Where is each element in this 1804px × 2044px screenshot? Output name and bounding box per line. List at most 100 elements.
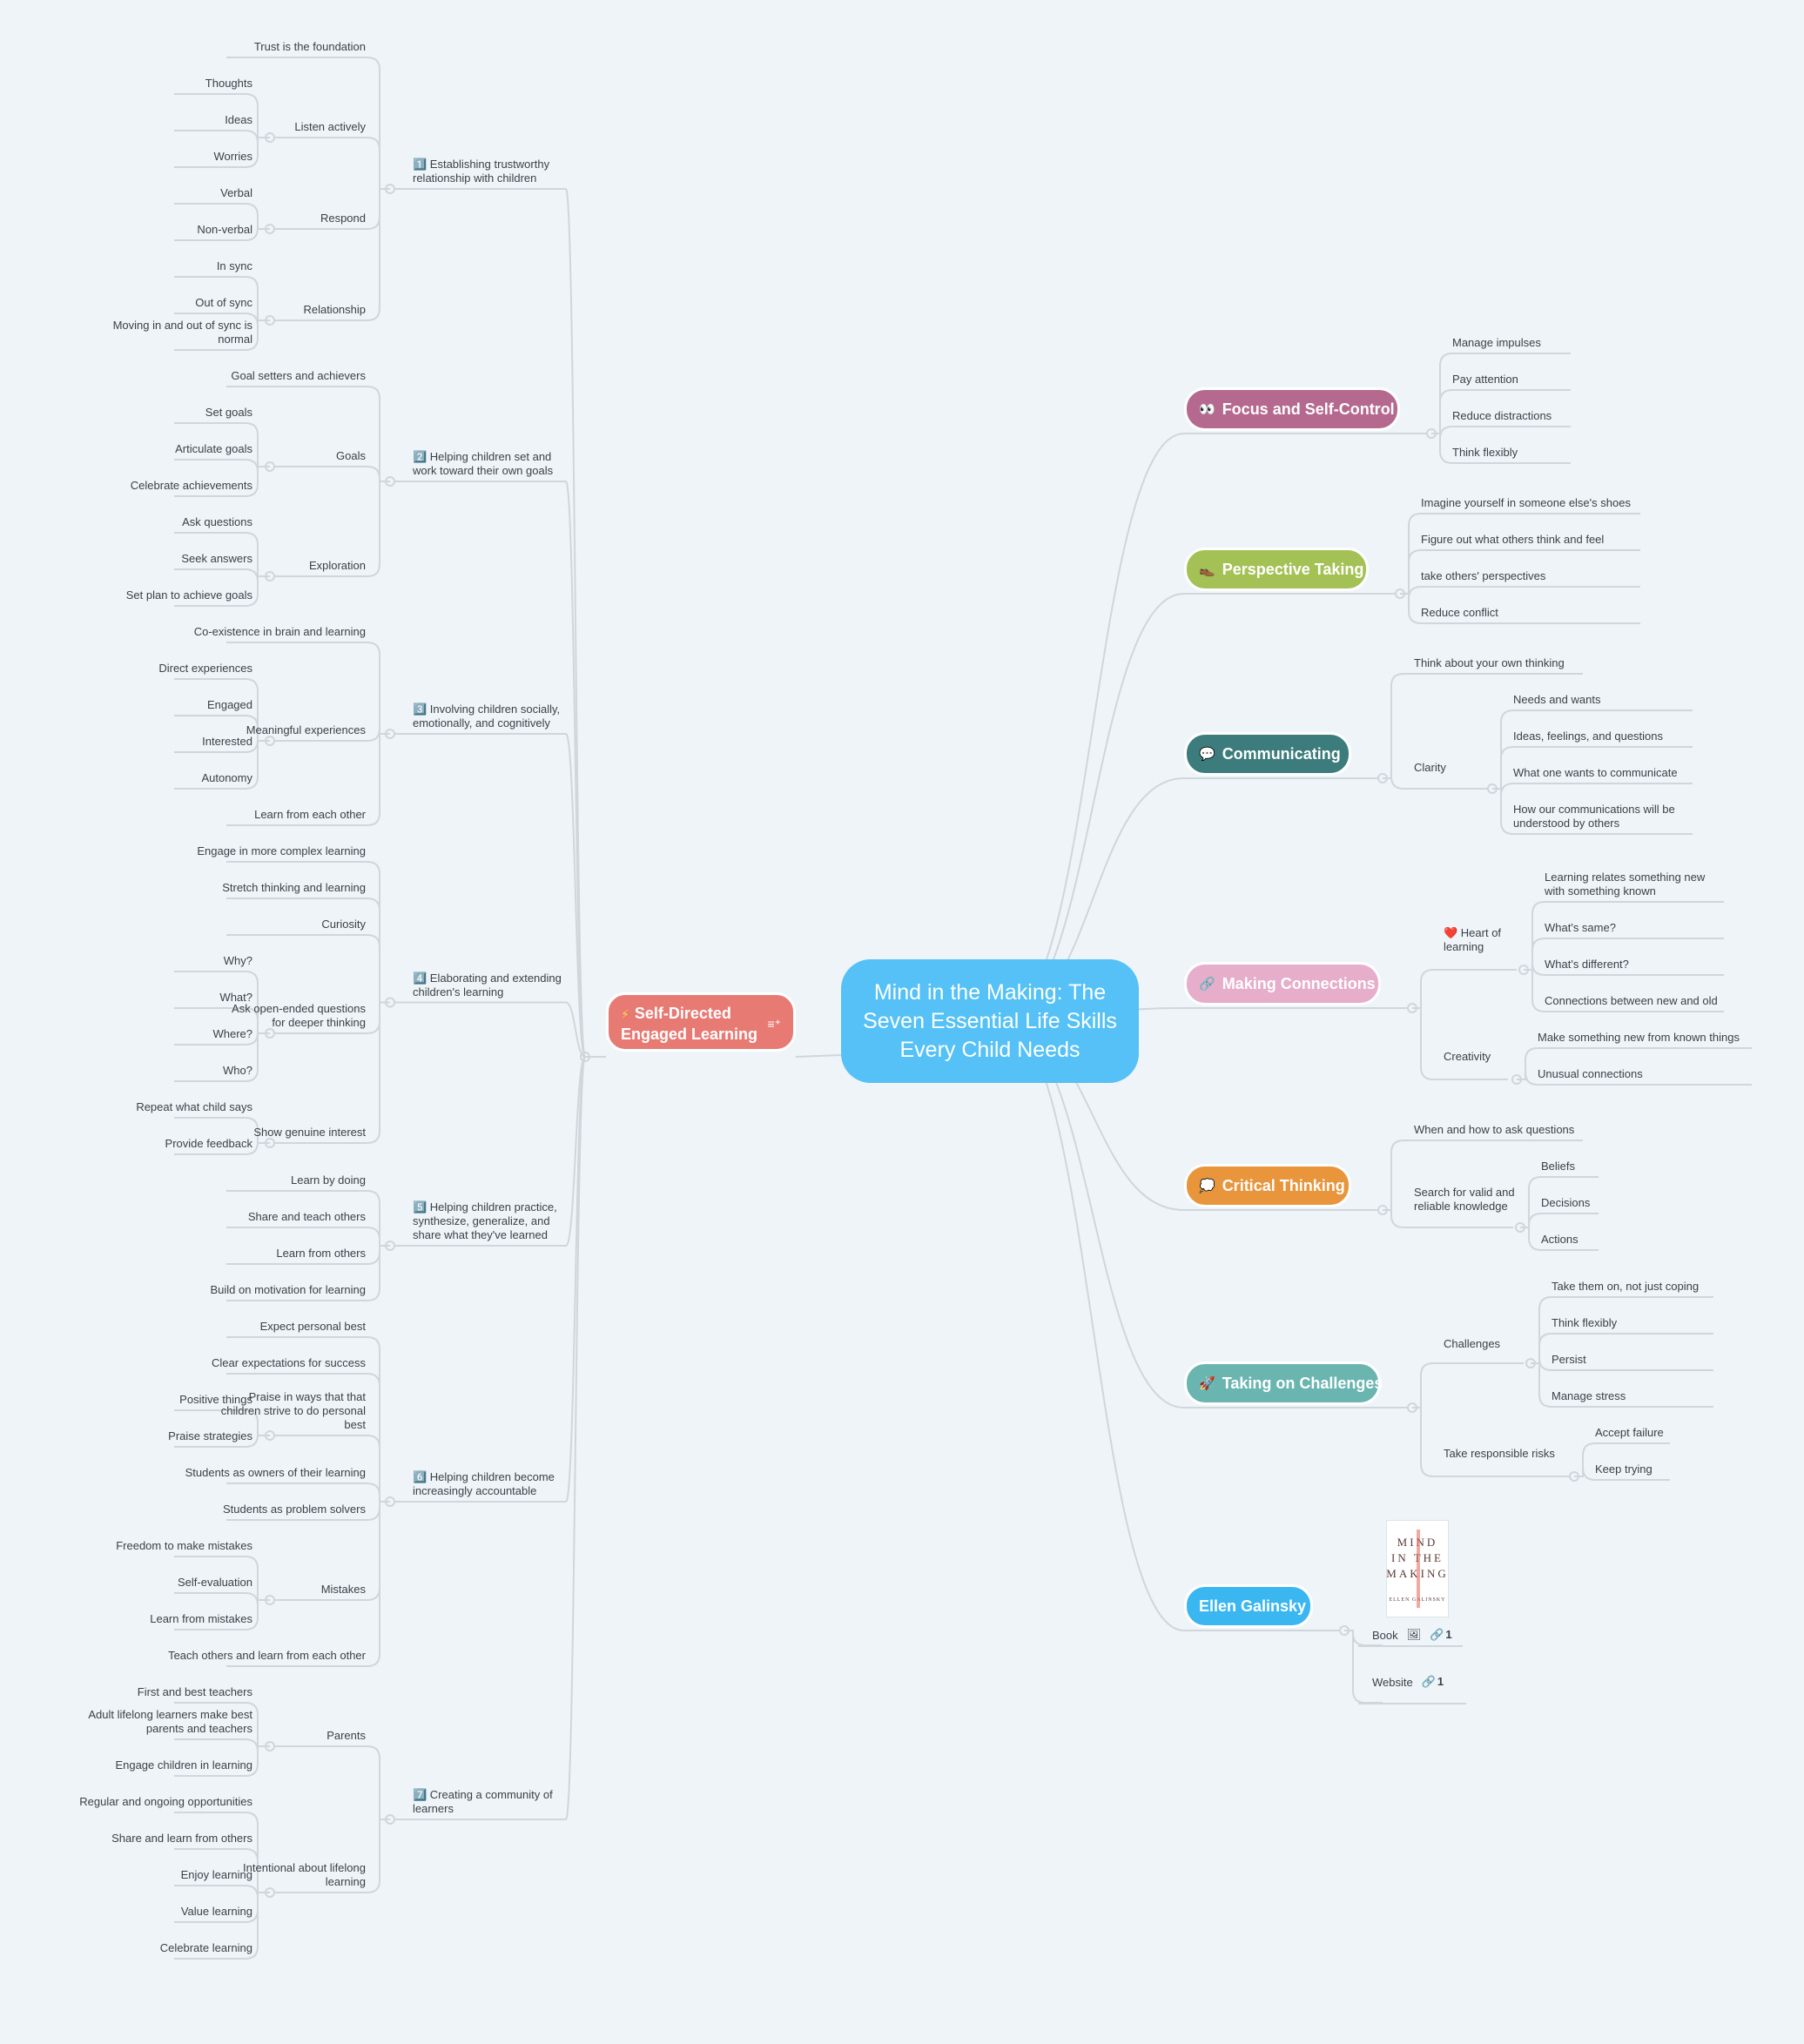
- leaf-topic[interactable]: What's same?: [1545, 921, 1727, 935]
- group-topic[interactable]: 3️⃣ Involving children socially, emotion…: [413, 703, 578, 730]
- self-directed-learning-topic[interactable]: ⚡Self-Directed Engaged Learning ≡⁺: [606, 992, 796, 1052]
- leaf-topic[interactable]: Persist: [1552, 1353, 1726, 1367]
- leaf-topic[interactable]: Where?: [78, 1027, 252, 1041]
- leaf-topic[interactable]: Praise strategies: [78, 1429, 252, 1443]
- leaf-topic[interactable]: Articulate goals: [78, 442, 252, 456]
- leaf-topic[interactable]: First and best teachers: [78, 1685, 252, 1699]
- leaf-topic[interactable]: Keep trying: [1595, 1462, 1700, 1476]
- link-icon[interactable]: 🔗1: [1430, 1628, 1451, 1642]
- leaf-topic[interactable]: Engage children in learning: [78, 1758, 252, 1772]
- leaf-topic[interactable]: Non-verbal: [78, 223, 252, 237]
- subtopic[interactable]: Think about your own thinking: [1414, 656, 1640, 670]
- subtopic[interactable]: Take responsible risks: [1444, 1447, 1574, 1461]
- leaf-topic[interactable]: Imagine yourself in someone else's shoes: [1421, 496, 1647, 510]
- leaf-topic[interactable]: Decisions: [1541, 1196, 1646, 1210]
- leaf-topic[interactable]: Self-evaluation: [78, 1576, 252, 1590]
- subtopic[interactable]: Clarity: [1414, 761, 1501, 775]
- subtopic[interactable]: Co-existence in brain and learning: [87, 625, 366, 639]
- leaf-topic[interactable]: Learning relates something new with some…: [1545, 871, 1727, 898]
- subtopic[interactable]: When and how to ask questions: [1414, 1123, 1640, 1137]
- leaf-topic[interactable]: Regular and ongoing opportunities: [78, 1795, 252, 1809]
- subtopic[interactable]: Goal setters and achievers: [87, 369, 366, 383]
- leaf-topic[interactable]: Verbal: [78, 186, 252, 200]
- branch-topic-6[interactable]: Ellen Galinsky: [1184, 1584, 1313, 1628]
- leaf-topic[interactable]: Interested: [78, 735, 252, 749]
- leaf-topic[interactable]: Unusual connections: [1538, 1067, 1764, 1081]
- leaf-topic[interactable]: Enjoy learning: [78, 1868, 252, 1882]
- leaf-topic[interactable]: Repeat what child says: [78, 1100, 252, 1114]
- leaf-topic[interactable]: Reduce distractions: [1452, 409, 1644, 423]
- subtopic[interactable]: Creativity: [1444, 1050, 1531, 1064]
- subtopic[interactable]: Trust is the foundation: [87, 40, 366, 54]
- subtopic[interactable]: Engage in more complex learning: [87, 844, 366, 858]
- leaf-topic[interactable]: Think flexibly: [1452, 446, 1644, 460]
- leaf-topic[interactable]: Take them on, not just coping: [1552, 1280, 1726, 1294]
- leaf-topic[interactable]: Provide feedback: [78, 1137, 252, 1151]
- image-icon[interactable]: 🖼: [1407, 1628, 1422, 1642]
- subtopic[interactable]: Challenges: [1444, 1337, 1531, 1351]
- subtopic[interactable]: Students as problem solvers: [87, 1503, 366, 1516]
- branch-topic-4[interactable]: 💭Critical Thinking: [1184, 1164, 1351, 1207]
- subtopic[interactable]: Students as owners of their learning: [87, 1466, 366, 1480]
- leaf-topic[interactable]: What?: [78, 991, 252, 1005]
- leaf-topic[interactable]: Accept failure: [1595, 1426, 1700, 1440]
- leaf-topic[interactable]: Seek answers: [78, 552, 252, 566]
- leaf-topic[interactable]: Reduce conflict: [1421, 606, 1647, 620]
- leaf-topic[interactable]: Beliefs: [1541, 1160, 1646, 1173]
- leaf-topic[interactable]: Celebrate achievements: [78, 479, 252, 493]
- subtopic[interactable]: Stretch thinking and learning: [87, 881, 366, 895]
- group-topic[interactable]: 6️⃣ Helping children become increasingly…: [413, 1470, 578, 1498]
- leaf-topic[interactable]: Engaged: [78, 698, 252, 712]
- leaf-topic[interactable]: Needs and wants: [1513, 693, 1705, 707]
- website-topic[interactable]: Website 🔗1: [1372, 1675, 1444, 1689]
- group-topic[interactable]: 7️⃣ Creating a community of learners: [413, 1788, 578, 1816]
- leaf-topic[interactable]: Make something new from known things: [1538, 1031, 1764, 1045]
- group-topic[interactable]: 2️⃣ Helping children set and work toward…: [413, 450, 578, 478]
- subtopic[interactable]: Learn from each other: [87, 808, 366, 822]
- leaf-topic[interactable]: Manage stress: [1552, 1389, 1726, 1403]
- leaf-topic[interactable]: Who?: [78, 1064, 252, 1078]
- leaf-topic[interactable]: Worries: [78, 150, 252, 164]
- leaf-topic[interactable]: Out of sync: [78, 296, 252, 310]
- notes-icon[interactable]: ≡⁺: [767, 1014, 781, 1034]
- subtopic[interactable]: Ask open-ended questions for deeper thin…: [218, 1002, 366, 1030]
- subtopic[interactable]: Share and teach others: [87, 1210, 366, 1224]
- leaf-topic[interactable]: Autonomy: [78, 771, 252, 785]
- subtopic[interactable]: Curiosity: [87, 918, 366, 931]
- group-topic[interactable]: 4️⃣ Elaborating and extending children's…: [413, 972, 578, 999]
- leaf-topic[interactable]: Positive things: [78, 1393, 252, 1407]
- branch-topic-3[interactable]: 🔗Making Connections: [1184, 962, 1381, 1005]
- leaf-topic[interactable]: Connections between new and old: [1545, 994, 1727, 1008]
- leaf-topic[interactable]: Adult lifelong learners make best parent…: [78, 1708, 252, 1736]
- leaf-topic[interactable]: Celebrate learning: [78, 1941, 252, 1955]
- leaf-topic[interactable]: Ideas: [78, 113, 252, 127]
- subtopic[interactable]: ❤️ Heart of learning: [1444, 926, 1522, 954]
- leaf-topic[interactable]: Thoughts: [78, 77, 252, 91]
- leaf-topic[interactable]: Set plan to achieve goals: [78, 588, 252, 602]
- leaf-topic[interactable]: take others' perspectives: [1421, 569, 1647, 583]
- leaf-topic[interactable]: Freedom to make mistakes: [78, 1539, 252, 1553]
- leaf-topic[interactable]: In sync: [78, 259, 252, 273]
- leaf-topic[interactable]: Figure out what others think and feel: [1421, 533, 1647, 547]
- leaf-topic[interactable]: What's different?: [1545, 958, 1727, 972]
- subtopic[interactable]: Search for valid and reliable knowledge: [1414, 1186, 1527, 1214]
- subtopic[interactable]: Build on motivation for learning: [87, 1283, 366, 1297]
- leaf-topic[interactable]: Pay attention: [1452, 373, 1644, 387]
- central-topic[interactable]: Mind in the Making: The Seven Essential …: [841, 959, 1139, 1083]
- branch-topic-2[interactable]: 💬Communicating: [1184, 732, 1351, 776]
- group-topic[interactable]: 1️⃣ Establishing trustworthy relationshi…: [413, 158, 578, 185]
- branch-topic-1[interactable]: 👞Perspective Taking: [1184, 548, 1369, 591]
- link-icon[interactable]: 🔗1: [1422, 1675, 1444, 1689]
- leaf-topic[interactable]: Think flexibly: [1552, 1316, 1726, 1330]
- leaf-topic[interactable]: How our communications will be understoo…: [1513, 803, 1705, 830]
- leaf-topic[interactable]: Ideas, feelings, and questions: [1513, 730, 1705, 743]
- leaf-topic[interactable]: Actions: [1541, 1233, 1646, 1247]
- leaf-topic[interactable]: Why?: [78, 954, 252, 968]
- leaf-topic[interactable]: Moving in and out of sync is normal: [78, 319, 252, 346]
- leaf-topic[interactable]: Value learning: [78, 1905, 252, 1919]
- leaf-topic[interactable]: Learn from mistakes: [78, 1612, 252, 1626]
- leaf-topic[interactable]: Set goals: [78, 406, 252, 420]
- subtopic[interactable]: Learn by doing: [87, 1173, 366, 1187]
- book-topic[interactable]: Book 🖼 🔗1: [1372, 1628, 1452, 1642]
- subtopic[interactable]: Expect personal best: [87, 1320, 366, 1334]
